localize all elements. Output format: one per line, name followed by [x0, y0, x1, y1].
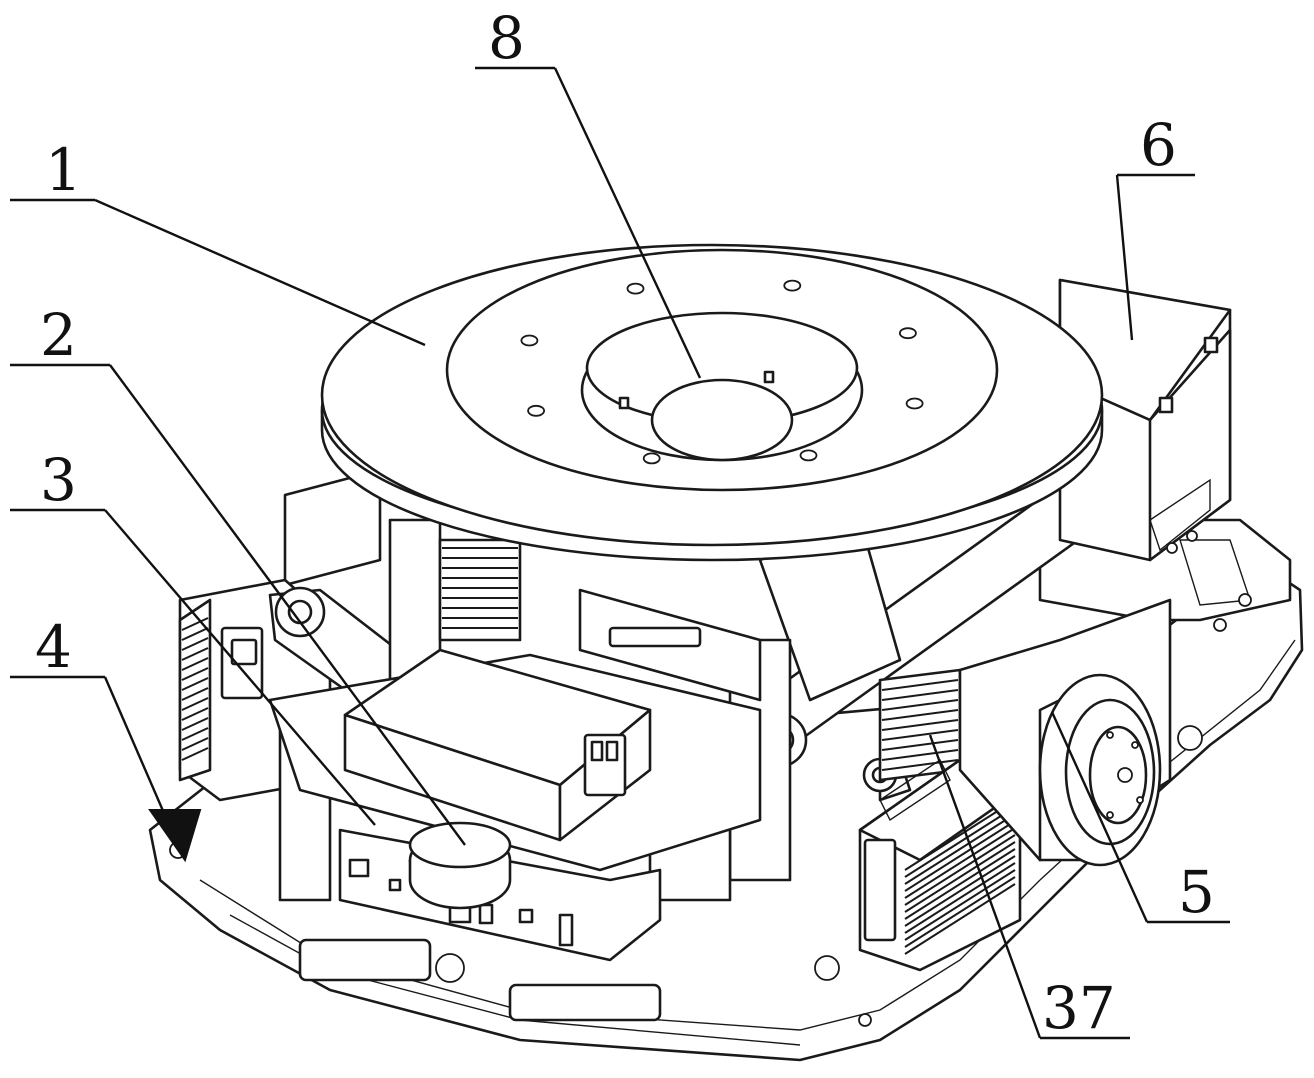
- callout-label-37: 37: [1042, 974, 1116, 1042]
- callout-label-4: 4: [35, 613, 72, 681]
- bolt-hole: [644, 453, 660, 463]
- bolt-hole: [628, 284, 644, 294]
- callout-label-1: 1: [45, 136, 82, 204]
- bolt-hole: [801, 450, 817, 460]
- callout-label-8: 8: [488, 4, 525, 72]
- bolt-hole: [900, 328, 916, 338]
- callout-label-5: 5: [1178, 858, 1215, 926]
- bolt-hole: [521, 336, 537, 346]
- bolt-hole: [784, 281, 800, 291]
- lift-motor: [410, 823, 510, 908]
- callout-label-2: 2: [40, 301, 77, 369]
- right-motor-assembly: [880, 670, 960, 780]
- callout-label-3: 3: [40, 446, 77, 514]
- callout-label-6: 6: [1140, 111, 1177, 179]
- bolt-hole: [907, 399, 923, 409]
- turntable: [322, 245, 1102, 560]
- bolt-hole: [528, 406, 544, 416]
